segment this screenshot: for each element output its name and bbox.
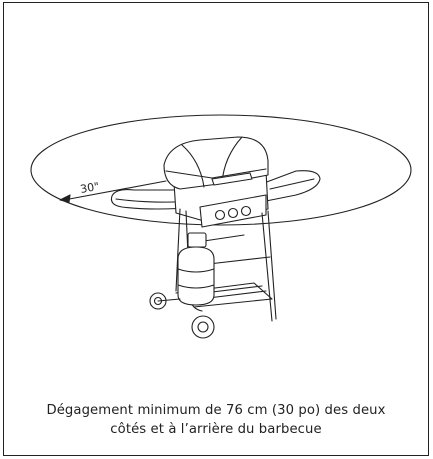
caption: Dégagement minimum de 76 cm (30 po) des … [12,401,420,439]
clearance-arrow [59,180,167,203]
caption-line-1: Dégagement minimum de 76 cm (30 po) des … [46,403,386,418]
clearance-ellipse [30,114,412,226]
figure-frame: 30" Dégagement minimum de 76 cm (30 po) … [3,2,429,456]
wheel-front [191,315,215,339]
caption-line-2: côtés et à l’arrière du barbecue [110,422,322,437]
grill-illustration [110,136,321,339]
propane-tank [177,232,215,306]
grill-clearance-diagram: 30" [30,114,412,339]
control-knobs [214,205,252,221]
clearance-label: 30" [79,180,100,196]
